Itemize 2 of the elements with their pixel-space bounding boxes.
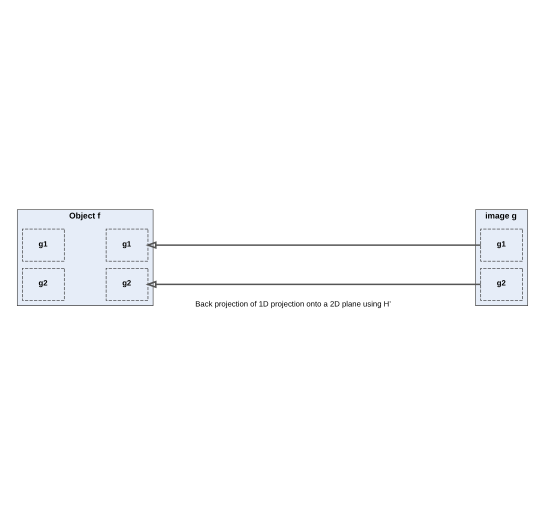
arrow bbox=[146, 280, 481, 288]
arrow bbox=[146, 241, 481, 249]
